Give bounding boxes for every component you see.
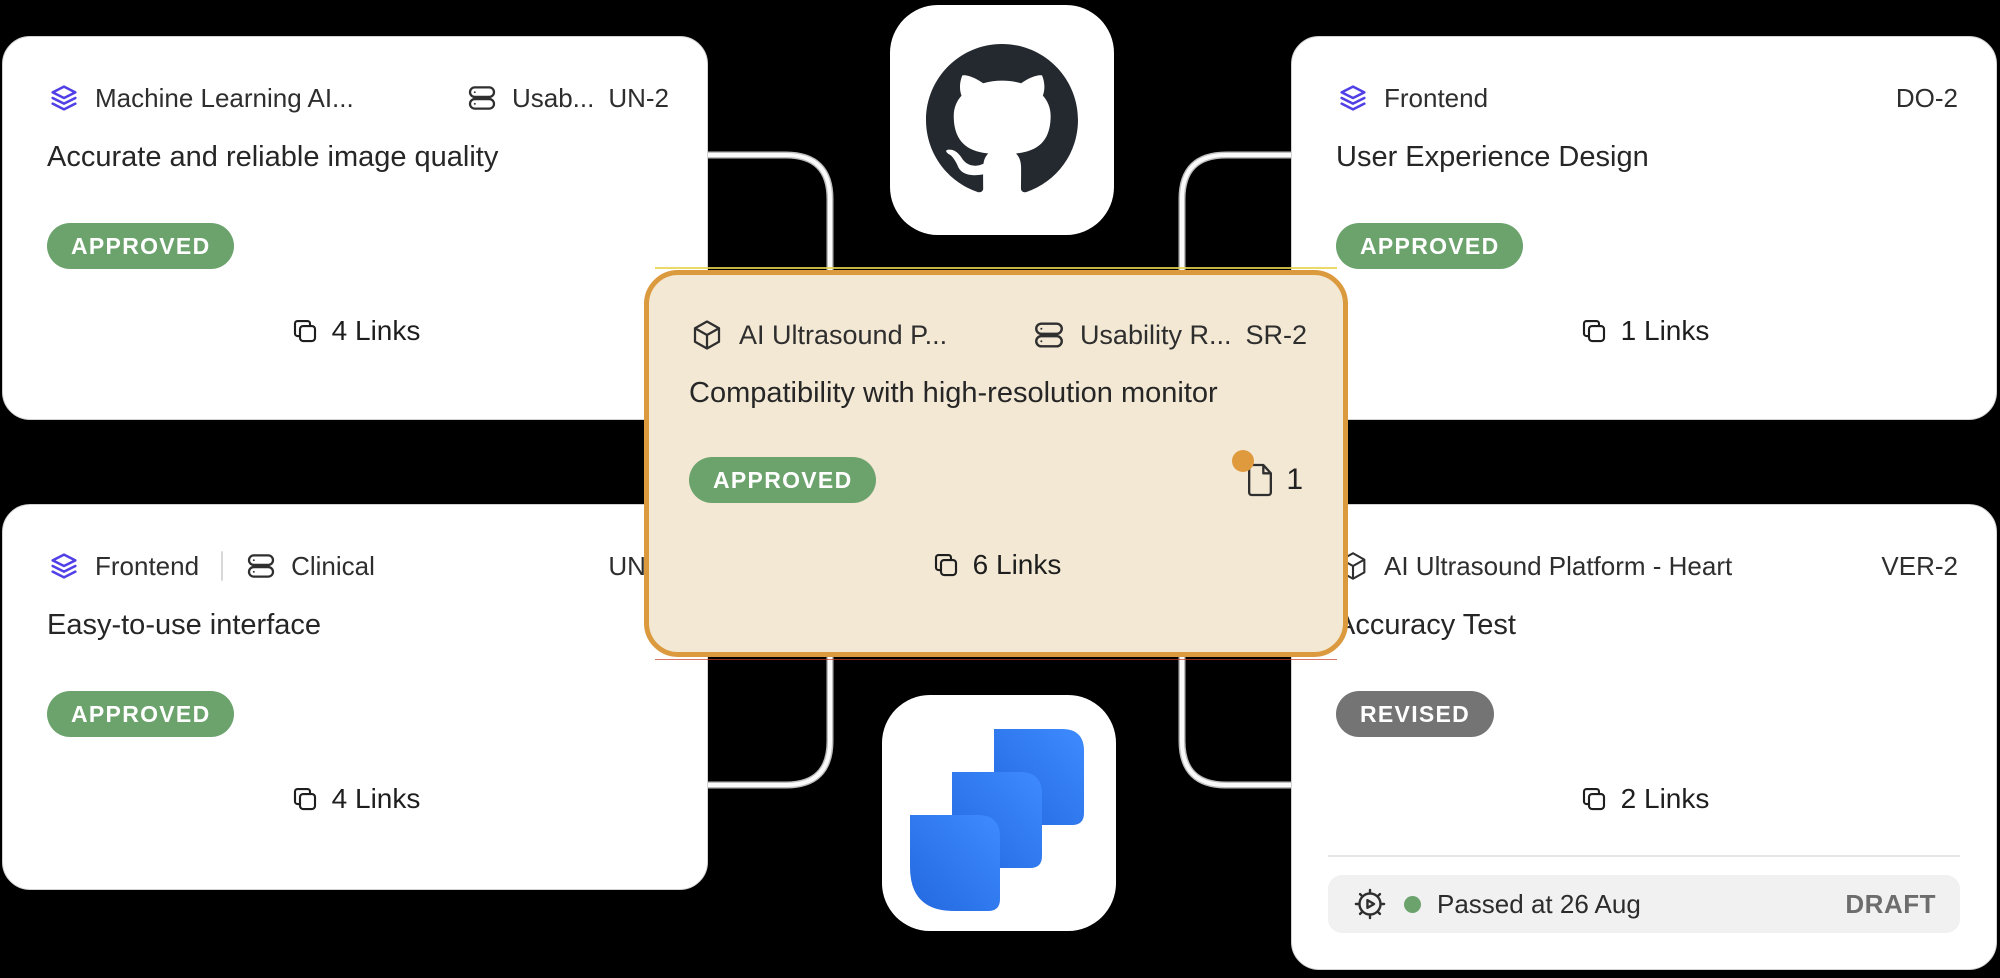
card-header: AI Ultrasound P... Usability R... SR-2 bbox=[689, 317, 1307, 353]
project-name: AI Ultrasound Platform - Heart bbox=[1384, 550, 1733, 581]
test-run-gear-icon bbox=[1354, 888, 1386, 920]
status-badge: APPROVED bbox=[47, 691, 235, 737]
header-divider bbox=[221, 551, 224, 581]
requirement-card-bottom-left[interactable]: Frontend Clinical UN-2 Easy-to-use inter… bbox=[2, 504, 708, 890]
links-label: 4 Links bbox=[331, 315, 421, 346]
links-count[interactable]: 6 Links bbox=[649, 549, 1343, 581]
test-title: Accuracy Test bbox=[1336, 609, 1516, 641]
cube-icon bbox=[693, 320, 721, 350]
links-icon bbox=[293, 319, 316, 343]
item-id: DO-2 bbox=[1895, 82, 1958, 113]
footer-divider bbox=[1328, 855, 1960, 857]
test-result-text: Passed at 26 Aug bbox=[1437, 888, 1641, 919]
test-run-row[interactable]: Passed at 26 Aug DRAFT bbox=[1328, 875, 1960, 933]
card-header: Frontend DO-2 bbox=[1336, 81, 1958, 115]
attachment-dot bbox=[1232, 450, 1255, 472]
document-name: Usab... bbox=[511, 82, 595, 113]
selection-glow-top bbox=[655, 267, 1337, 269]
stack-icon bbox=[51, 553, 77, 579]
draft-badge: DRAFT bbox=[1845, 888, 1936, 919]
jira-logo-icon bbox=[910, 729, 1084, 911]
stack-icon bbox=[51, 85, 77, 111]
status-badge: APPROVED bbox=[1336, 223, 1524, 269]
item-id: VER-2 bbox=[1881, 550, 1958, 581]
project-name: Machine Learning AI... bbox=[95, 82, 354, 113]
github-logo-icon bbox=[926, 44, 1078, 193]
item-id: UN-2 bbox=[608, 82, 669, 113]
selection-glow-bottom bbox=[655, 658, 1337, 660]
status-badge: APPROVED bbox=[689, 457, 877, 503]
links-label: 4 Links bbox=[331, 783, 421, 814]
requirement-title: User Experience Design bbox=[1336, 141, 1649, 173]
passed-status-dot bbox=[1404, 895, 1421, 913]
database-icon bbox=[1034, 322, 1063, 348]
item-id: SR-2 bbox=[1245, 319, 1307, 350]
requirement-card-top-left[interactable]: Machine Learning AI... Usab... UN-2 Accu… bbox=[2, 36, 708, 420]
links-label: 2 Links bbox=[1620, 783, 1710, 814]
card-header: AI Ultrasound Platform - Heart VER-2 bbox=[1336, 549, 1958, 583]
links-icon bbox=[934, 553, 957, 577]
project-name: AI Ultrasound P... bbox=[739, 319, 948, 350]
links-label: 1 Links bbox=[1620, 315, 1710, 346]
card-header: Machine Learning AI... Usab... UN-2 bbox=[47, 81, 669, 115]
database-icon bbox=[468, 86, 496, 110]
github-integration-tile[interactable] bbox=[890, 5, 1114, 235]
links-icon bbox=[1582, 787, 1605, 811]
requirement-title: Compatibility with high-resolution monit… bbox=[689, 377, 1218, 409]
attachment-indicator[interactable]: 1 bbox=[1232, 450, 1303, 500]
requirement-card-center-selected[interactable]: AI Ultrasound P... Usability R... SR-2 C… bbox=[644, 267, 1348, 660]
requirement-title: Accurate and reliable image quality bbox=[47, 141, 499, 173]
links-label: 6 Links bbox=[972, 549, 1062, 580]
links-count[interactable]: 2 Links bbox=[1292, 783, 1996, 815]
document-name: Clinical bbox=[291, 550, 375, 581]
links-icon bbox=[1582, 319, 1605, 343]
links-count[interactable]: 4 Links bbox=[3, 315, 707, 347]
project-name: Frontend bbox=[95, 550, 200, 581]
stack-icon bbox=[1340, 85, 1366, 111]
status-badge: APPROVED bbox=[47, 223, 235, 269]
requirement-card-top-right[interactable]: Frontend DO-2 User Experience Design APP… bbox=[1291, 36, 1997, 420]
card-header: Frontend Clinical UN-2 bbox=[47, 549, 669, 583]
document-name: Usability R... bbox=[1079, 319, 1232, 350]
test-card-bottom-right[interactable]: AI Ultrasound Platform - Heart VER-2 Acc… bbox=[1291, 504, 1997, 970]
project-name: Frontend bbox=[1384, 82, 1489, 113]
links-count[interactable]: 1 Links bbox=[1292, 315, 1996, 347]
links-icon bbox=[293, 787, 316, 811]
links-count[interactable]: 4 Links bbox=[3, 783, 707, 815]
database-icon bbox=[247, 554, 275, 578]
status-badge: REVISED bbox=[1336, 691, 1495, 737]
jira-integration-tile[interactable] bbox=[882, 695, 1116, 931]
attachment-count: 1 bbox=[1286, 463, 1303, 496]
requirement-title: Easy-to-use interface bbox=[47, 609, 322, 641]
